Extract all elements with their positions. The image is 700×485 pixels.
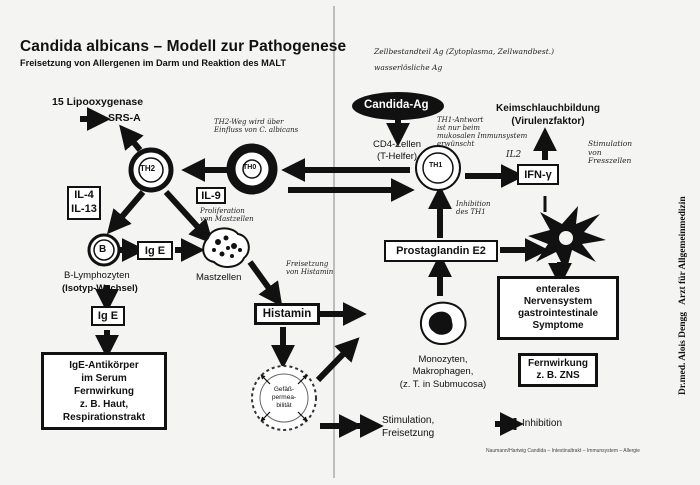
keimschlauch-label: Keimschlauchbildung (Virulenzfaktor) (496, 102, 600, 128)
ige-lower-box: Ig E (91, 306, 125, 326)
enterales-line-3: gastrointestinale (517, 308, 599, 319)
legend-inhibition-label: Inhibition (522, 418, 563, 429)
page-title: Candida albicans – Modell zur Pathogenes… (20, 38, 347, 55)
fernwirkung-line-1: Fernwirkung (527, 358, 588, 369)
ige-box-line-3: Fernwirkung (73, 385, 134, 397)
ige-box-line-2: im Serum (81, 372, 127, 384)
label-il2: IL2 (506, 150, 522, 160)
arrow-th2-mast (163, 189, 214, 244)
histamin-box: Histamin (254, 303, 320, 325)
arrow-th2-srsa (119, 124, 144, 152)
label-il4: IL-4 (74, 189, 94, 202)
stimulation-line-2: Freisetzung (382, 428, 435, 439)
footer-source: Naumann/Hartwig Candida – Intestinaltrak… (486, 448, 640, 454)
label-candida-ag: Candida-Ag (364, 99, 429, 111)
ifn-box: IFN-γ (517, 164, 559, 185)
keimschlauch-line-2: (Virulenzfaktor) (511, 116, 585, 127)
stimulation-line-1: Stimulation, (382, 415, 435, 426)
gefaess-line-1: Gefäß- (273, 386, 295, 393)
gefaess-line-3: bilität (276, 402, 292, 410)
arrow-mast-histamin (247, 260, 283, 307)
il9-box: IL-9 (196, 187, 226, 204)
arrow-th2-b (106, 190, 146, 235)
label-b: B (99, 244, 107, 255)
monozyten-line-3: (z. T. in Submucosa) (399, 378, 487, 390)
handwriting-inhib-note: Inhibition des TH1 (456, 200, 491, 217)
legend-stimulation-label: Stimulation, Freisetzung (382, 414, 434, 440)
candida-ag-oval (352, 92, 444, 120)
side-author: Dr.med. Alois Dengg (678, 311, 688, 395)
cd4-line-2: (T-Helfer) (376, 150, 418, 162)
enterales-line-2: Nervensystem (523, 296, 593, 307)
gefaess-label: Gefäß- permea- bilität (268, 386, 300, 410)
handwriting-mast-note: Freisetzung von Histamin (286, 260, 334, 277)
label-lipooxygenase: 15 Lipooxygenase (52, 96, 144, 108)
label-th1: TH1 (429, 162, 443, 169)
arrow-gefaess-mono (315, 337, 360, 383)
label-th2: TH2 (140, 164, 156, 173)
cd4-label: CD4-Zellen (T-Helfer) (365, 139, 429, 163)
label-mastzellen: Mastzellen (196, 272, 242, 283)
book-spine (333, 6, 335, 478)
monozyten-label: Monozyten, Makrophagen, (z. T. in Submuc… (390, 354, 496, 391)
handwriting-top2: wasserlösliche Ag (374, 63, 443, 72)
th2-cell (128, 147, 174, 193)
label-il13: IL-13 (71, 203, 97, 215)
handwriting-il9-note: Proliferation von Mastzellen (200, 207, 254, 224)
monozyten-line-1: Monozyten, (418, 354, 468, 365)
ige-antikoerper-box: IgE-Antikörper im Serum Fernwirkung z. B… (41, 352, 167, 430)
handwriting-th2-note: TH2-Weg wird über Einfluss von C. albica… (214, 118, 299, 135)
cd4-line-1: CD4-Zellen (372, 139, 422, 150)
label-isotyp: (Isotyp-Wechsel) (62, 283, 138, 294)
handwriting-th1-note: TH1-Antwort ist nur beim mukosalen Immun… (437, 116, 528, 149)
handwriting-top1: Zellbestandteil Ag (Zytoplasma, Zellwand… (374, 47, 555, 56)
gefaess-line-2: permea- (271, 394, 297, 402)
keimschlauch-line-1: Keimschlauchbildung (496, 103, 600, 114)
side-author-text: Dr.med. Alois Dengg Arzt für Allgemeinme… (678, 196, 688, 395)
th0-cell (226, 143, 278, 195)
ige-box-line-4: z. B. Haut, (79, 398, 129, 410)
fernwirkung-box: Fernwirkung z. B. ZNS (518, 353, 598, 387)
enterales-line-1: enterales (536, 284, 580, 295)
ige-mid-box: Ig E (137, 241, 173, 260)
ige-box-line-5: Respirationstrakt (62, 411, 146, 423)
prostaglandin-box: Prostaglandin E2 (384, 240, 498, 262)
enterales-box: enterales Nervensystem gastrointestinale… (497, 276, 619, 340)
label-blymphozyten: B-Lymphozyten (64, 270, 130, 281)
handwriting-ifn-note: Stimulation von Fresszellen (588, 139, 633, 166)
enterales-line-4: Symptome (532, 320, 584, 331)
il4-il13-box: IL-4 IL-13 (67, 186, 101, 220)
monozyten-line-2: Makrophagen, (412, 366, 474, 378)
page-subtitle: Freisetzung von Allergenen im Darm und R… (20, 58, 286, 68)
label-th0: TH0 (243, 164, 257, 171)
mast-cell (202, 227, 250, 268)
side-role: Arzt für Allgemeinmedizin (678, 196, 688, 305)
label-srsa: SRS-A (108, 112, 141, 124)
fernwirkung-line-2: z. B. ZNS (536, 370, 580, 381)
ige-box-line-1: IgE-Antikörper (69, 359, 139, 371)
